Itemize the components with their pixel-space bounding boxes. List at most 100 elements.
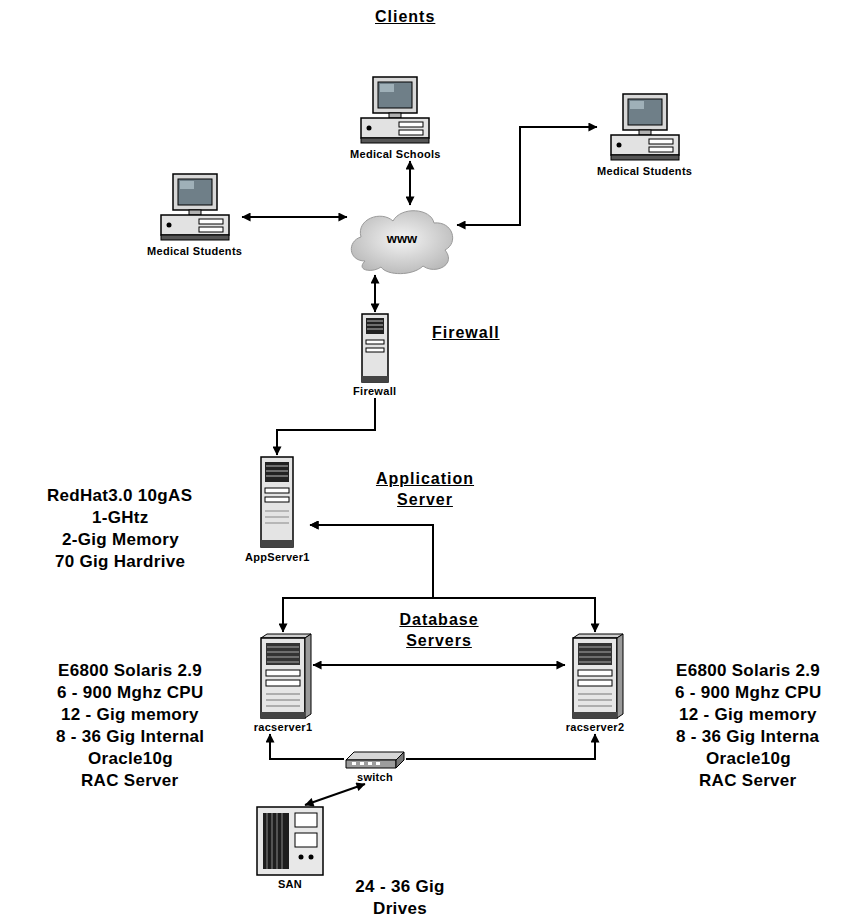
icon-part xyxy=(611,155,679,160)
spec-line: 12 - Gig memory xyxy=(61,704,199,726)
icon-part xyxy=(605,92,685,164)
icon-part xyxy=(355,75,435,147)
icon-part xyxy=(266,670,300,676)
icon-part xyxy=(261,712,305,718)
icon-part xyxy=(266,694,300,695)
device-label: Medical Students xyxy=(147,245,242,258)
icon-part xyxy=(578,706,612,707)
icon-part xyxy=(361,118,429,138)
device-label: racserver2 xyxy=(566,721,625,734)
icon-part xyxy=(180,181,194,189)
icon-part xyxy=(366,348,384,352)
network-link xyxy=(409,161,411,205)
spec-line: 8 - 36 Gig Interna xyxy=(676,726,819,748)
cloud-label: www xyxy=(347,231,457,247)
icon-part xyxy=(623,94,667,130)
device-label: Firewall xyxy=(353,385,396,398)
section-heading: Database Servers xyxy=(384,609,494,651)
icon-part xyxy=(173,174,217,210)
icon-part xyxy=(166,223,171,228)
icon-part xyxy=(277,813,278,869)
icon-part xyxy=(259,455,295,550)
icon-part xyxy=(578,670,612,676)
icon-part xyxy=(649,147,673,152)
icon-part xyxy=(617,634,623,718)
network-link xyxy=(406,734,595,759)
icon-part xyxy=(266,471,288,472)
device-label: SAN xyxy=(278,878,302,891)
icon-part xyxy=(199,219,223,224)
section-heading: Firewall xyxy=(432,322,500,343)
icon-part xyxy=(266,680,300,686)
network-link xyxy=(242,216,347,218)
spec-line: 6 - 900 Mghz CPU xyxy=(675,682,822,704)
icon-part xyxy=(305,634,311,718)
icon-part xyxy=(565,632,625,720)
icon-part xyxy=(265,523,289,524)
icon-part xyxy=(253,632,313,720)
icon-part xyxy=(352,762,356,765)
icon-part xyxy=(309,855,314,860)
icon-part xyxy=(272,813,273,869)
icon-part xyxy=(266,706,300,707)
icon-part xyxy=(266,700,300,701)
device-label: AppServer1 xyxy=(245,551,310,564)
icon-part xyxy=(368,762,372,765)
icon-part xyxy=(267,657,299,658)
icon-part xyxy=(578,643,612,665)
device-label: Medical Schools xyxy=(350,148,441,161)
spec-line: 70 Gig Hardrive xyxy=(55,551,185,573)
spec-line: RAC Server xyxy=(699,770,797,792)
network-link xyxy=(313,664,565,666)
icon-part xyxy=(399,122,423,127)
network-link xyxy=(374,275,376,312)
icon-part xyxy=(362,376,388,382)
icon-part xyxy=(366,340,384,344)
icon-part xyxy=(299,855,304,860)
icon-part xyxy=(649,139,673,144)
icon-part xyxy=(579,652,611,653)
network-link xyxy=(305,784,365,805)
icon-part xyxy=(579,657,611,658)
icon-part xyxy=(573,712,617,718)
icon-part xyxy=(616,143,621,148)
spec-line: RAC Server xyxy=(81,770,179,792)
icon-part xyxy=(199,227,223,232)
icon-part xyxy=(295,833,317,847)
icon-part xyxy=(261,457,293,547)
client-computer: Medical Schools xyxy=(350,75,441,161)
device-label: Medical Students xyxy=(597,165,692,178)
icon-part xyxy=(265,462,289,482)
icon-part xyxy=(263,813,289,869)
icon-part xyxy=(257,807,323,875)
icon-part xyxy=(362,314,388,382)
spec-line: E6800 Solaris 2.9 xyxy=(58,660,202,682)
client-computer: Medical Students xyxy=(147,172,242,258)
client-computer: Medical Students xyxy=(597,92,692,178)
icon-part xyxy=(266,476,288,477)
icon-part xyxy=(267,647,299,648)
icon-part xyxy=(346,752,404,760)
icon-part xyxy=(267,662,299,663)
icon-part xyxy=(578,694,612,695)
icon-part xyxy=(161,235,229,240)
san-storage: SAN xyxy=(255,805,325,891)
icon-part xyxy=(628,99,662,125)
spec-line: 6 - 900 Mghz CPU xyxy=(57,682,204,704)
icon-part xyxy=(396,752,404,768)
database-server: racserver1 xyxy=(253,632,313,734)
icon-part xyxy=(399,130,423,135)
spec-line: 8 - 36 Gig Internal xyxy=(56,726,204,748)
spec-line: Oracle10g xyxy=(88,748,173,770)
icon-part xyxy=(178,179,212,205)
device-label: switch xyxy=(357,771,393,784)
icon-part xyxy=(346,760,396,768)
icon-part xyxy=(367,329,383,330)
icon-part xyxy=(261,540,293,547)
icon-part xyxy=(367,126,372,131)
icon-part xyxy=(360,762,364,765)
icon-part xyxy=(611,135,679,155)
spec-line: 12 - Gig memory xyxy=(679,704,817,726)
icon-part xyxy=(578,680,612,686)
